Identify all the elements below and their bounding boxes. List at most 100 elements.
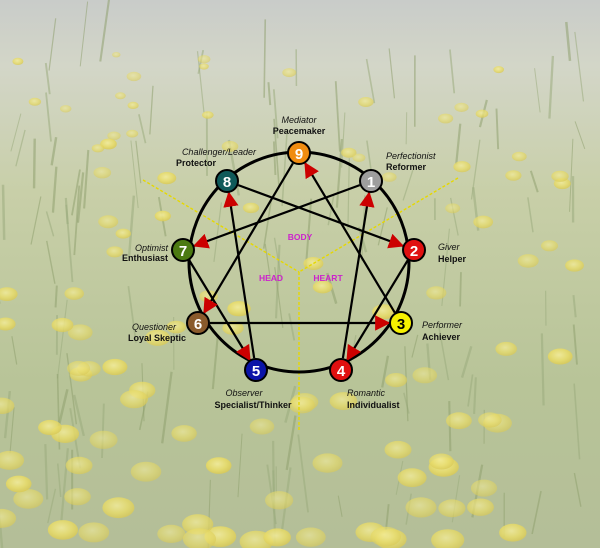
type-5-name: Specialist/Thinker	[214, 400, 292, 410]
grass-blade	[71, 169, 81, 216]
grass-blade	[411, 334, 419, 358]
buttercup	[91, 144, 105, 153]
buttercup	[112, 52, 121, 58]
grass-blade	[56, 299, 68, 379]
grass-blade	[263, 19, 267, 98]
grass-blade	[467, 374, 474, 407]
grass-blade	[473, 377, 477, 414]
grass-blade	[531, 490, 542, 535]
connector-2-to-4	[346, 259, 409, 362]
buttercup	[0, 287, 18, 301]
grass-blade	[76, 172, 85, 223]
buttercup	[470, 479, 498, 497]
buttercup	[445, 203, 461, 214]
connector-4-to-1	[341, 191, 375, 359]
buttercup	[385, 373, 408, 388]
grass-blade	[44, 62, 51, 95]
grass-blade	[548, 55, 555, 119]
buttercup	[329, 392, 358, 411]
grass-blade	[45, 211, 55, 237]
connector-7-to-5	[188, 259, 251, 362]
grass-blade	[64, 197, 69, 225]
grass-blade	[573, 383, 581, 460]
grass-blade	[50, 137, 58, 166]
connecting-lines	[188, 161, 409, 362]
type-7-name: Enthusiast	[122, 253, 168, 263]
type-node-1-number: 1	[367, 174, 375, 191]
grass-blade	[334, 81, 341, 152]
grass-blade	[365, 58, 376, 104]
grass-blade	[337, 495, 343, 517]
buttercup	[102, 358, 128, 376]
buttercup	[67, 324, 93, 341]
buttercup	[64, 287, 84, 300]
grass-blade	[60, 448, 69, 521]
grass-blade	[1, 184, 6, 240]
type-8-name: Protector	[176, 158, 217, 168]
type-4-name: Individualist	[347, 400, 400, 410]
buttercup	[295, 527, 326, 547]
grass-blade	[264, 243, 272, 280]
center-label-head: HEAD	[259, 273, 283, 283]
buttercup	[13, 489, 44, 509]
buttercup	[0, 397, 15, 414]
grass-blade	[47, 488, 57, 524]
grass-blade	[46, 240, 56, 284]
buttercup	[547, 348, 573, 365]
grass-blade	[565, 21, 572, 62]
type-3-role: Performer	[422, 320, 463, 330]
grass-blade	[196, 51, 205, 113]
grass-blade	[127, 286, 137, 343]
grass-blade	[0, 509, 4, 548]
grass-blade	[540, 333, 545, 406]
grass-blade	[32, 138, 36, 189]
grass-blade	[9, 407, 15, 454]
grass-blade	[288, 313, 296, 341]
buttercup	[202, 111, 214, 119]
grass-blade	[79, 1, 89, 67]
buttercup	[282, 68, 297, 78]
buttercup	[65, 456, 93, 475]
buttercup	[505, 170, 522, 181]
buttercup	[511, 151, 527, 162]
type-9-name: Peacemaker	[273, 126, 326, 136]
buttercup	[59, 105, 72, 113]
buttercup	[115, 228, 131, 239]
grass-blade	[54, 285, 58, 308]
grass-blade	[281, 128, 288, 207]
grass-blade	[460, 345, 473, 378]
buttercup	[171, 425, 197, 442]
type-node-6: 6	[186, 311, 210, 335]
grass-blade	[66, 353, 78, 425]
connector-1-to-7	[192, 184, 361, 249]
grass-blade	[388, 48, 396, 99]
grass-blade	[161, 371, 173, 444]
grass-blade	[275, 244, 281, 319]
type-9-role: Mediator	[281, 115, 317, 125]
grass-blade	[285, 415, 297, 471]
grass-blade	[15, 129, 26, 167]
buttercup	[126, 129, 139, 138]
buttercup	[28, 97, 42, 106]
grass-blade	[341, 112, 346, 168]
grass-blade	[11, 336, 18, 365]
buttercup	[493, 66, 505, 74]
buttercup	[475, 109, 489, 118]
buttercup	[384, 440, 412, 459]
buttercup	[12, 57, 24, 65]
grass-blade	[73, 394, 85, 437]
buttercup	[182, 528, 217, 548]
buttercup	[89, 430, 118, 449]
buttercup	[499, 523, 527, 542]
grass-blade	[211, 334, 219, 390]
grass-blade	[30, 196, 42, 245]
grass-blade	[73, 185, 81, 256]
buttercup	[154, 210, 171, 222]
connector-3-to-9	[304, 161, 396, 314]
buttercup	[517, 254, 539, 268]
grass-blade	[57, 463, 62, 497]
grass-blade	[272, 89, 279, 139]
grass-blade	[335, 139, 343, 208]
